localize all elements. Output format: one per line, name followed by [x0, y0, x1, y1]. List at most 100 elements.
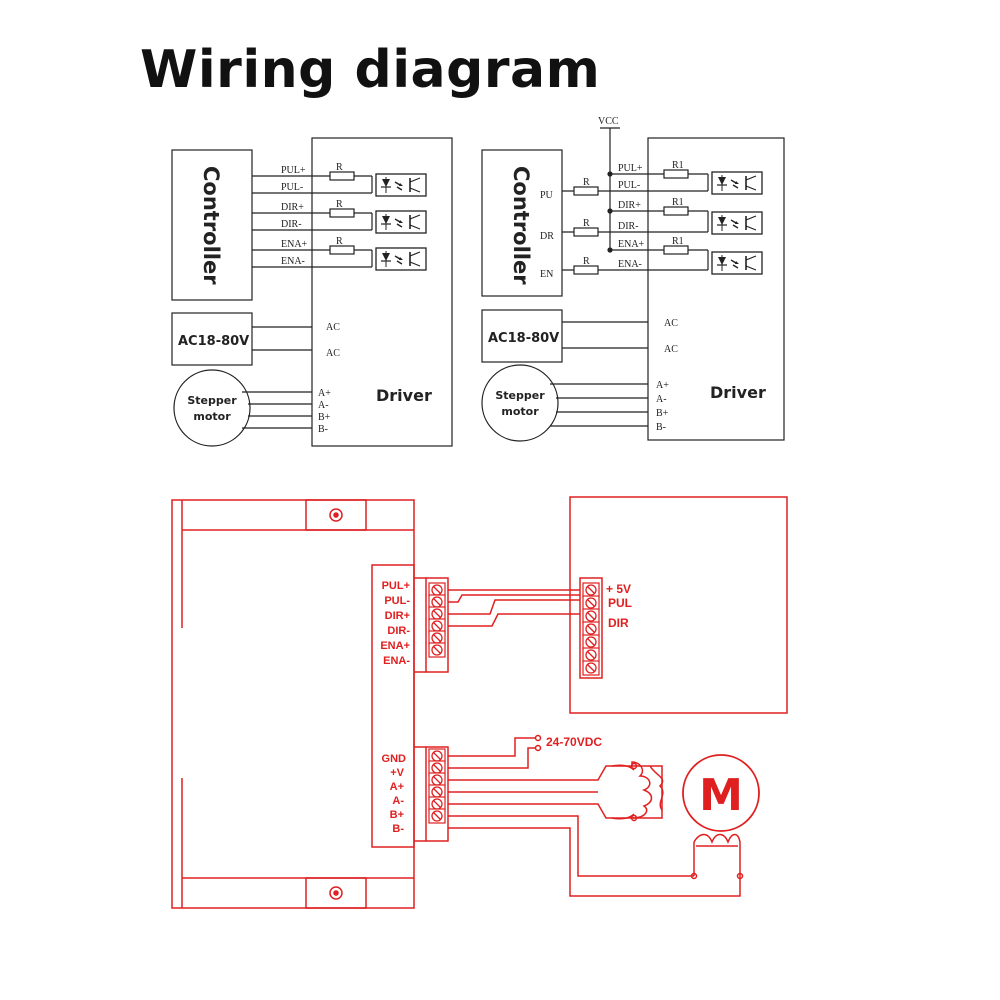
left-power-terminal: AC	[326, 348, 340, 359]
right-optocoupler-ena	[711, 251, 763, 275]
right-r1-label: R1	[672, 160, 684, 171]
right-motor-circle	[481, 364, 559, 442]
right-power-terminal: AC	[664, 318, 678, 329]
right-resistor-label: R	[583, 256, 590, 267]
left-motor-terminal: A-	[318, 400, 329, 411]
right-motor-terminal: B+	[656, 408, 669, 419]
left-controller-label: Controller	[199, 166, 223, 285]
left-motor-label-2: motor	[193, 410, 231, 423]
power-terminal-screws	[428, 748, 446, 824]
left-resistor-label-2: R	[336, 199, 343, 210]
power-terminal-label: A+	[390, 781, 404, 793]
right-r1-ena	[663, 245, 689, 255]
right-wiring-diagram	[481, 127, 785, 442]
left-signal-label: PUL-	[281, 182, 303, 193]
signal-terminal-label: ENA-	[383, 655, 410, 667]
right-resistor-label: R	[583, 177, 590, 188]
top-mount-screw-icon	[329, 508, 343, 522]
power-terminal-label: +V	[390, 767, 404, 779]
controller-terminal-block	[579, 577, 603, 679]
right-power-box	[481, 309, 563, 363]
left-resistor-ena	[329, 245, 355, 255]
power-terminal-label: GND	[382, 753, 407, 765]
left-resistor-label-1: R	[336, 162, 343, 173]
left-motor-terminal: A+	[318, 388, 331, 399]
motor-label: M	[699, 770, 743, 821]
right-motor-terminal: B-	[656, 422, 666, 433]
bottom-wiring-diagram	[171, 496, 788, 909]
left-power-box	[171, 312, 253, 366]
right-motor-label-2: motor	[501, 405, 539, 418]
right-resistor-pul	[573, 186, 599, 196]
controller-terminal-screws	[582, 582, 600, 676]
left-motor-terminal: B+	[318, 412, 331, 423]
signal-terminal-screws	[428, 582, 446, 658]
right-vcc-label: VCC	[598, 116, 619, 127]
controller-pin-label: DIR	[608, 616, 629, 630]
signal-terminal-label: DIR+	[385, 610, 410, 622]
power-terminal-block	[425, 746, 449, 842]
right-r1-pul	[663, 169, 689, 179]
right-junction-dot	[607, 208, 613, 214]
right-controller-pin: DR	[540, 231, 554, 242]
left-signal-label: DIR-	[281, 219, 302, 230]
driver-bottom-mount-tab	[305, 877, 367, 909]
motor-circle	[682, 754, 760, 832]
signal-terminal-block	[425, 577, 449, 673]
left-power-label: AC18-80V	[178, 334, 249, 349]
right-motor-terminal: A+	[656, 380, 669, 391]
right-junction-dot	[607, 247, 613, 253]
right-r1-label: R1	[672, 236, 684, 247]
right-power-terminal: AC	[664, 344, 678, 355]
right-signal-label: PUL+	[618, 163, 643, 174]
right-controller-pin: PU	[540, 190, 554, 201]
right-driver-label: Driver	[710, 383, 766, 402]
left-driver-box	[311, 137, 453, 447]
right-controller-box	[481, 149, 563, 297]
left-resistor-dir	[329, 208, 355, 218]
left-driver-label: Driver	[376, 386, 432, 405]
signal-terminal-label: ENA+	[380, 640, 410, 652]
left-optocoupler-pul	[375, 173, 427, 197]
right-resistor-dir	[573, 227, 599, 237]
controller-pin-label: PUL	[608, 596, 632, 610]
left-motor-circle	[173, 369, 251, 447]
left-motor-label-1: Stepper	[187, 394, 237, 407]
right-driver-box	[647, 137, 785, 441]
right-power-label: AC18-80V	[488, 331, 559, 346]
left-optocoupler-dir	[375, 210, 427, 234]
right-signal-label: ENA+	[618, 239, 645, 250]
right-signal-label: PUL-	[618, 180, 640, 191]
driver-top-mount-tab	[305, 499, 367, 531]
external-controller-box	[569, 496, 788, 714]
left-optocoupler-ena	[375, 247, 427, 271]
right-r1-label: R1	[672, 197, 684, 208]
left-resistor-label-3: R	[336, 236, 343, 247]
left-signal-label: PUL+	[281, 165, 306, 176]
power-terminal-label: B+	[390, 809, 404, 821]
right-r1-dir	[663, 206, 689, 216]
right-signal-label: ENA-	[618, 259, 642, 270]
left-signal-label: DIR+	[281, 202, 304, 213]
right-resistor-ena	[573, 265, 599, 275]
right-controller-label: Controller	[509, 166, 533, 285]
power-terminal-label: B-	[392, 823, 404, 835]
right-signal-label: DIR-	[618, 221, 639, 232]
page-title: Wiring diagram	[140, 40, 601, 100]
supply-voltage-label: 24-70VDC	[546, 735, 602, 749]
right-optocoupler-pul	[711, 171, 763, 195]
controller-pin-label: + 5V	[606, 582, 631, 596]
power-terminal-label: A-	[392, 795, 404, 807]
left-signal-label: ENA-	[281, 256, 305, 267]
left-power-terminal: AC	[326, 322, 340, 333]
left-controller-box	[171, 149, 253, 301]
right-signal-label: DIR+	[618, 200, 641, 211]
right-junction-dot	[607, 171, 613, 177]
signal-terminal-label: PUL+	[382, 580, 410, 592]
left-motor-terminal: B-	[318, 424, 328, 435]
left-signal-label: ENA+	[281, 239, 308, 250]
right-motor-terminal: A-	[656, 394, 667, 405]
left-resistor-pul	[329, 171, 355, 181]
signal-terminal-label: DIR-	[387, 625, 410, 637]
